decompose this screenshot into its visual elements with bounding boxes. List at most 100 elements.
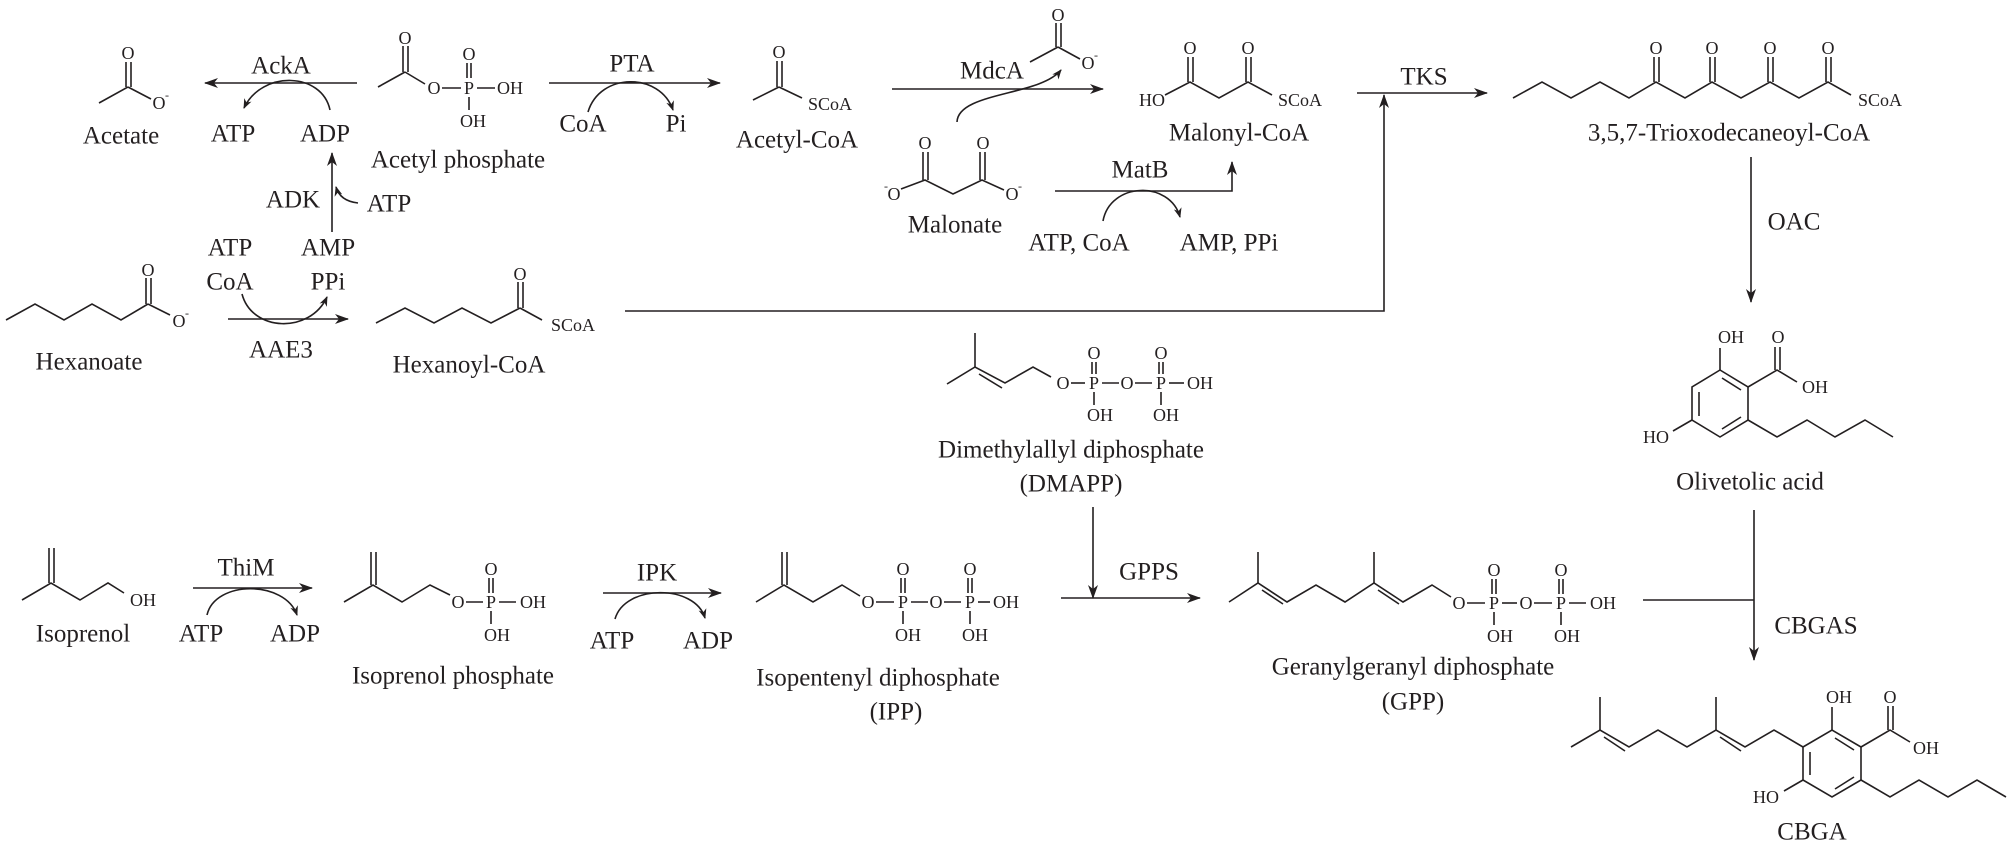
atom-label: P [898,592,908,612]
hexanoate-structure: O O - Hexanoate [5,260,189,376]
atom-label: O [964,559,977,579]
atom-label: - [185,306,189,320]
enzyme-mdca: MdcA [960,58,1024,85]
bond [1603,736,1626,752]
bond [978,373,1003,389]
atom-label: OH [1187,373,1213,393]
acetyl-coa-label: Acetyl-CoA [736,127,858,154]
enzyme-matb: MatB [1112,157,1169,184]
atom-label: P [965,592,975,612]
atom-label: O [122,43,135,63]
cofactor-label: ADP [300,121,350,148]
bond [377,71,406,88]
bond [1719,736,1742,752]
bond [900,179,1005,195]
malonyl-coa-structure: O O HO SCoA Malonyl-CoA [1139,38,1322,147]
cofactor-label: Pi [666,111,687,138]
atom-label: OH [1087,405,1113,425]
atom-label: OH [520,592,546,612]
bond [1691,369,1749,438]
acetate-label: Acetate [83,123,159,150]
atom-label: O [452,592,465,612]
gpps-reaction: GPPS [1061,507,1201,603]
atom-label: HO [1139,90,1165,110]
trioxodecanoyl-coa-structure: O O O O SCoA 3,5,7-Trioxodecaneoyl-CoA [1512,38,1902,147]
atom-label: O [1057,373,1070,393]
atom-label: O [1706,38,1719,58]
atom-label: - [165,88,169,102]
cofactor-label: PPi [311,269,346,296]
dmapp-structure: O P O P OH O O OH OH Dimethylallyl dipho… [938,333,1213,498]
bond [755,584,861,603]
ipk-reaction: IPK ATP ADP [590,560,733,655]
bond [1261,589,1284,605]
atom-label: OH [484,625,510,645]
atom-label: OH [895,625,921,645]
enzyme-oac: OAC [1768,209,1821,236]
atom-label: O [1764,38,1777,58]
reaction-arrow [956,69,1062,123]
atom-label: OH [1826,687,1852,707]
enzyme-thim: ThiM [218,555,275,582]
bond [1747,419,1894,438]
adk-reaction: ADK ATP ATP AMP CoA PPi [206,152,411,296]
cofactor-label: ATP, CoA [1028,230,1129,257]
bond [21,582,125,601]
atom-label: O [428,78,441,98]
bond [1721,377,1742,391]
hexanoyl-coa-structure: O SCoA Hexanoyl-CoA [375,264,595,379]
acetyl-coa-structure: O SCoA Acetyl-CoA [736,42,858,154]
atom-label: O [142,260,155,280]
cofactor-label: CoA [206,269,253,296]
atom-label: O [514,264,527,284]
reaction-arrow [334,186,359,204]
enzyme-adk: ADK [266,187,320,214]
bond [1512,81,1852,99]
cofactor-label: ATP [367,191,411,218]
atom-label: P [1556,593,1566,613]
ipp-structure: O P O P OH O O OH OH Isopentenyl diphosp… [755,552,1019,726]
atom-label: O [1121,373,1134,393]
cbgas-reaction: CBGAS [1643,510,1858,661]
reaction-arrow [587,80,674,113]
atom-label: HO [1643,427,1669,447]
cbga-label: CBGA [1777,819,1846,846]
atom-label: SCoA [1278,90,1322,110]
bond [1834,776,1855,790]
gpp-structure: O P O P OH O O OH OH Geranylgeranyl diph… [1228,552,1616,716]
hexanoyl-coa-label: Hexanoyl-CoA [393,352,546,379]
atom-label: O [463,44,476,64]
bond [1802,729,1862,798]
cofactor-label: ATP [179,621,223,648]
bond [1860,779,2007,798]
atom-label: O [399,28,412,48]
atom-label: O [1772,327,1785,347]
gpp-abbr: (GPP) [1382,689,1445,716]
atom-label: O [1052,5,1065,25]
bond [375,307,521,324]
olivetolic-acid-structure: OH O OH HO Olivetolic acid [1643,327,1894,496]
atom-label: O [1650,38,1663,58]
atom-label: O [897,559,910,579]
bond [1029,46,1059,63]
isoprenol-phosphate-label: Isoprenol phosphate [352,663,554,690]
bond [404,71,426,85]
atom-label: O [1088,343,1101,363]
oac-reaction: OAC [1746,157,1821,303]
atom-label: - [1018,179,1022,193]
atom-label: O [1006,184,1019,204]
bond [1721,416,1742,430]
atom-label: O [1184,38,1197,58]
atom-label: O [1242,38,1255,58]
atom-label: O [930,592,943,612]
atom-label: O [153,93,166,113]
cofactor-label: ADP [683,628,733,655]
bond [1164,81,1273,99]
acetate-structure: O O - Acetate [83,43,169,150]
cofactor-label: AMP [301,235,355,262]
reaction-arrow [1055,161,1237,192]
dmapp-abbr: (DMAPP) [1020,471,1123,498]
isoprenol-label: Isoprenol [36,621,130,648]
bond [1672,419,1693,432]
atom-label: P [464,78,474,98]
